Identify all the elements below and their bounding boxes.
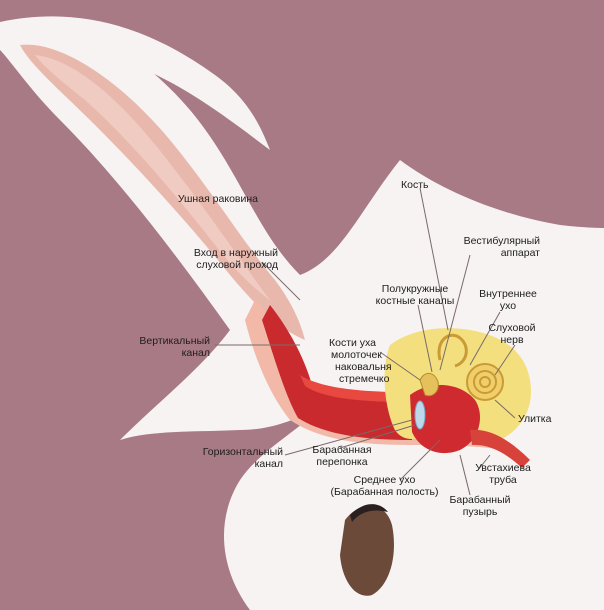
label-semicircular: Полукружные костные каналы — [375, 283, 455, 307]
canal-highlight — [300, 375, 407, 402]
label-entrance: Вход в наружный слуховой проход — [193, 247, 278, 271]
label-bone: Кость — [401, 179, 429, 191]
cochlea-shape — [466, 363, 504, 401]
fur-top-band — [0, 16, 270, 150]
pinna-shade — [35, 55, 270, 300]
label-inner-ear: Внутреннее ухо — [479, 288, 537, 312]
label-pinna: Ушная раковина — [177, 193, 258, 205]
label-vertical-canal: Вертикальный канал — [139, 335, 210, 359]
eye — [340, 505, 394, 596]
label-eustachian: Увстахиева труба — [475, 462, 531, 486]
ossicles-shape — [419, 373, 439, 397]
label-horizontal-canal: Горизонтальный канал — [202, 446, 283, 470]
eardrum-shape — [414, 400, 426, 430]
label-middle-ear: Среднее ухо (Барабанная полость) — [330, 474, 439, 498]
vertical-canal — [262, 305, 412, 440]
fur-top — [0, 0, 604, 124]
label-bulla: Барабанный пузырь — [449, 494, 511, 518]
label-auditory-nerve: Слуховой нерв — [488, 322, 536, 346]
label-eardrum: Барабанная перепонка — [312, 444, 372, 468]
label-vestibular: Вестибулярный аппарат — [463, 235, 540, 259]
leader-lines — [215, 187, 516, 496]
eustachian-tube — [470, 429, 530, 468]
middle-ear-cavity — [410, 384, 480, 454]
eye-shadow — [350, 504, 388, 522]
label-cochlea: Улитка — [518, 413, 552, 425]
semicircular-canals — [437, 333, 468, 368]
label-ossicles: Кости уха молоточек наковальня стремечко — [329, 337, 392, 385]
